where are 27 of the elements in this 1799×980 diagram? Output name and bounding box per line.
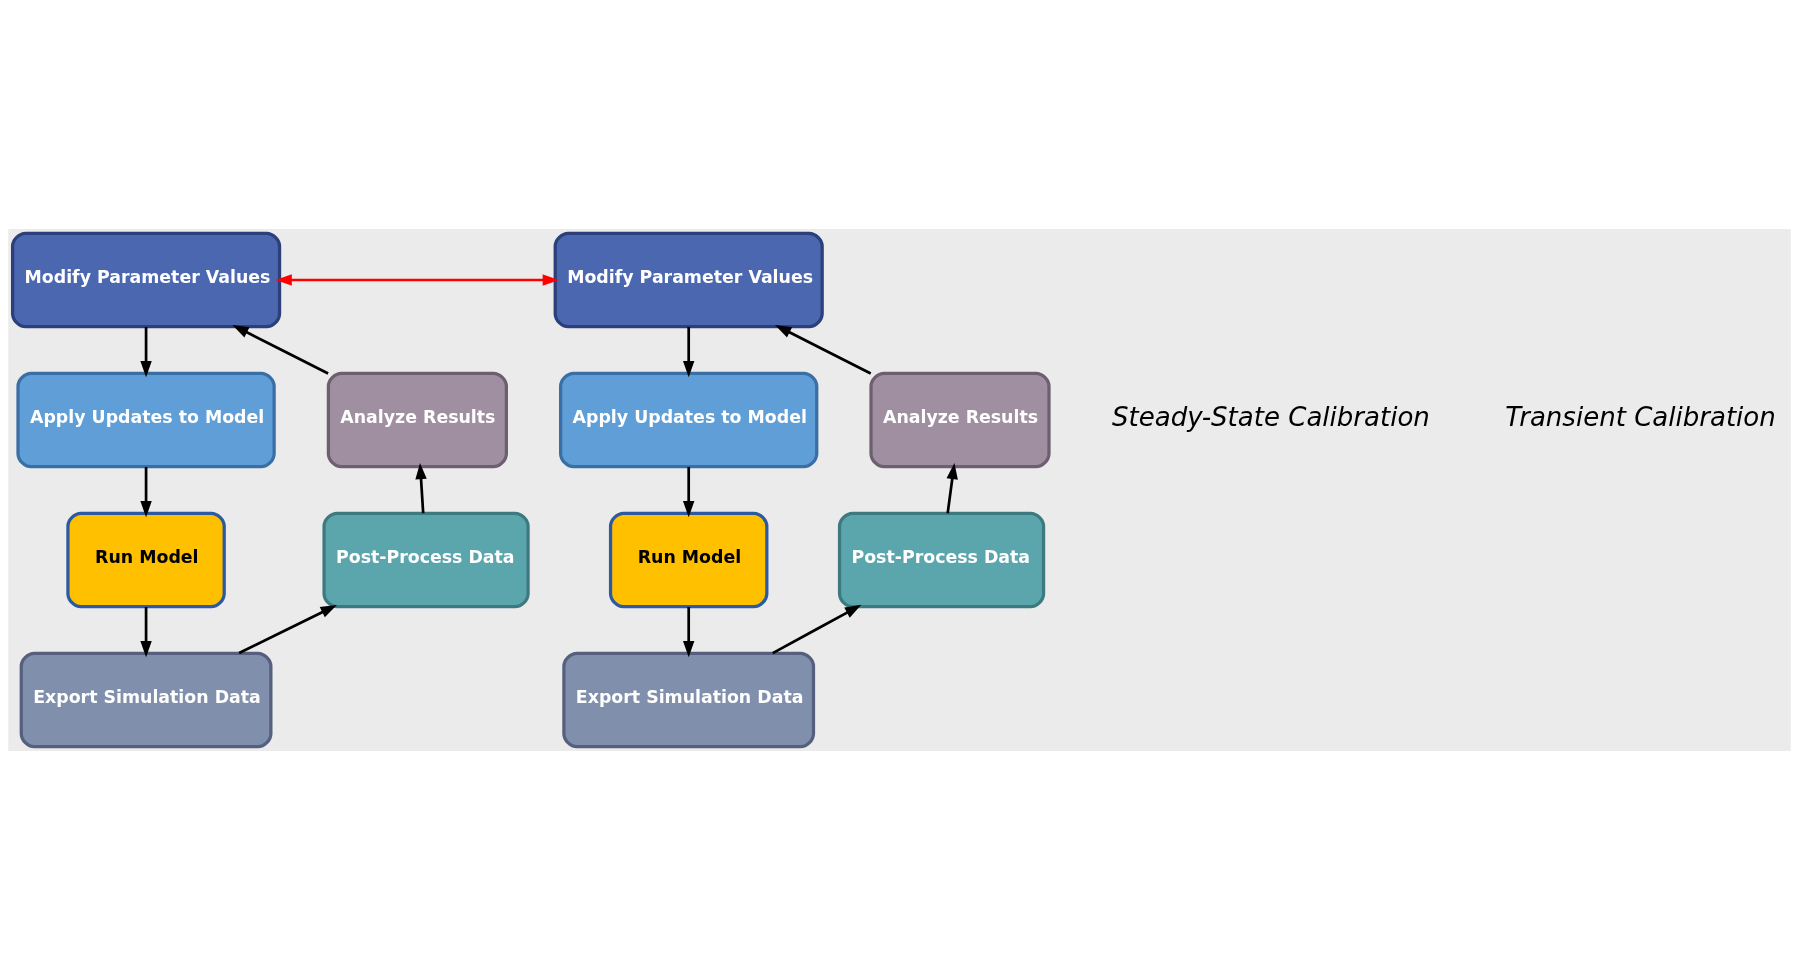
node-box: Apply Updates to Model [16, 371, 276, 469]
arrow [140, 607, 152, 658]
node-box: Apply Updates to Model [559, 371, 819, 469]
arrow [772, 604, 862, 655]
node-box: Post-Process Data [837, 511, 1046, 609]
node-box: Analyze Results [869, 371, 1051, 469]
arrow [238, 604, 337, 655]
node-box: Post-Process Data [322, 511, 530, 609]
arrow [682, 607, 695, 658]
arrow [140, 467, 152, 518]
arrow [946, 462, 958, 514]
arrow [415, 462, 427, 514]
arrow [775, 324, 872, 375]
node-box: Export Simulation Data [562, 651, 816, 749]
arrow [275, 274, 559, 286]
label: Transient Calibration [1505, 401, 1776, 432]
node-box: Modify Parameter Values [553, 231, 824, 329]
node-box: Analyze Results [326, 371, 508, 469]
arrow [682, 327, 695, 378]
node-box: Run Model [66, 511, 226, 609]
label: Steady-State Calibration [1111, 401, 1430, 432]
arrow [682, 467, 695, 518]
node-box: Export Simulation Data [19, 651, 273, 749]
arrow [140, 327, 152, 378]
arrow [232, 324, 329, 375]
node-box: Modify Parameter Values [10, 231, 282, 329]
node-box: Run Model [608, 511, 769, 609]
